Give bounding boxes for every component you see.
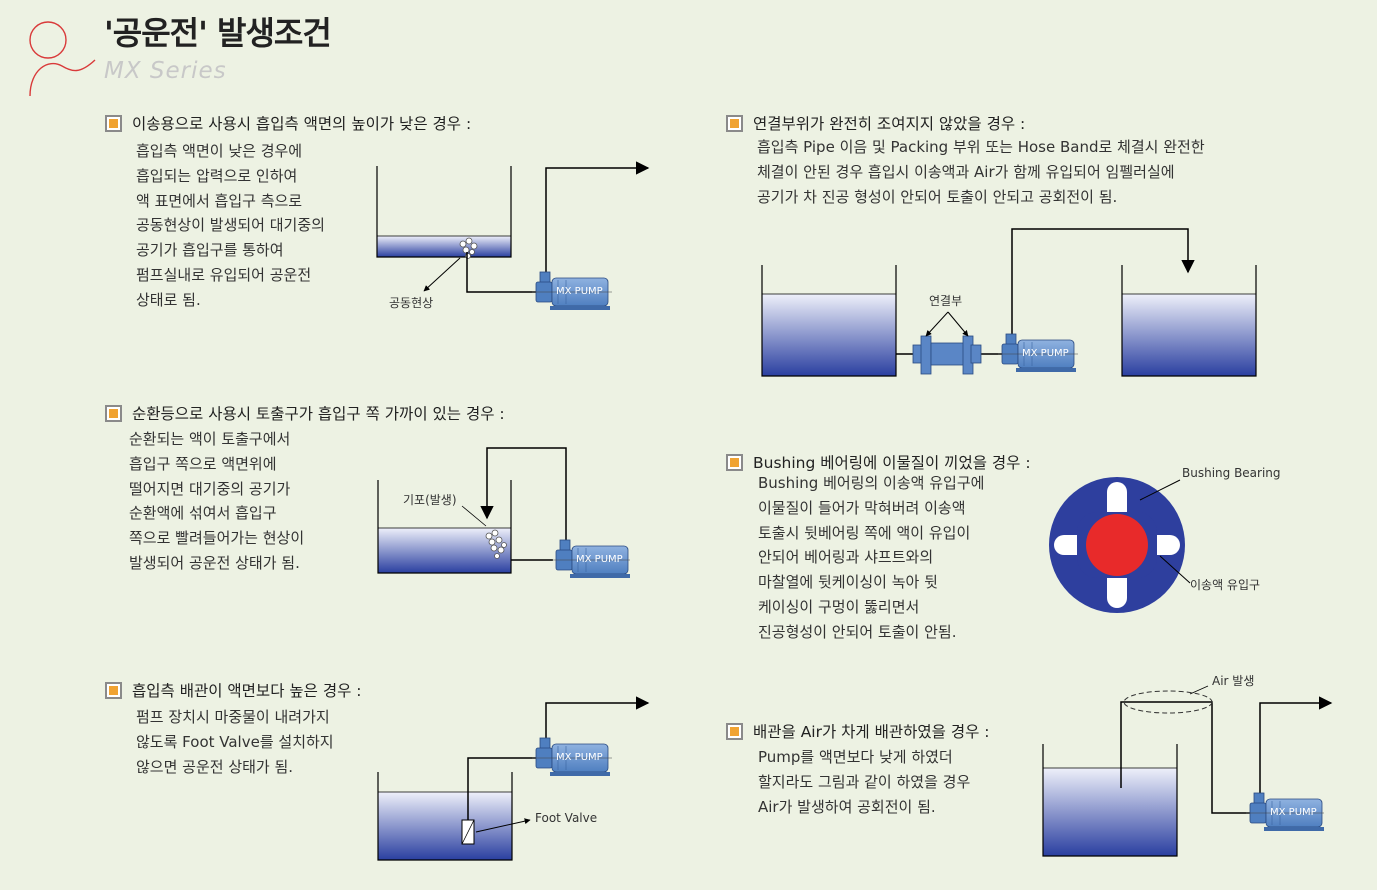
series-subtitle: MX Series: [104, 58, 227, 84]
section-body: Pump를 액면보다 낮게 하였더 할지라도 그림과 같이 하였을 경우 Air…: [758, 748, 971, 816]
bullet-icon: [726, 453, 743, 471]
section-heading-text: Bushing 베어링에 이물질이 끼었을 경우 :: [753, 454, 1031, 472]
pump-label: MX PUMP: [1022, 348, 1069, 359]
section-heading-text: 이송용으로 사용시 흡입측 액면의 높이가 낮은 경우 :: [132, 115, 472, 133]
diagram-suction-low-level: [376, 161, 650, 311]
diagram-foot-valve: [377, 696, 650, 861]
section-heading: 연결부위가 완전히 조여지지 않았을 경우 :: [726, 112, 1025, 134]
section-heading-text: 흡입측 배관이 액면보다 높은 경우 :: [132, 682, 362, 700]
section-body: 순환되는 액이 토출구에서 흡입구 쪽으로 액면위에 떨어지면 대기중의 공기가…: [129, 430, 305, 572]
section-body: 흡입측 액면이 낮은 경우에 흡입되는 압력으로 인하여 액 표면에서 흡입구 …: [136, 142, 325, 309]
section-heading: Bushing 베어링에 이물질이 끼었을 경우 :: [726, 451, 1031, 473]
diagram-loose-connection: [761, 228, 1257, 377]
diagram-label: 기포(발생): [403, 493, 457, 507]
pump-label: MX PUMP: [576, 554, 623, 565]
pump-label: MX PUMP: [1270, 807, 1317, 818]
section-heading-text: 연결부위가 완전히 조여지지 않았을 경우 :: [753, 115, 1026, 133]
bullet-icon: [726, 722, 743, 740]
diagram-circulation: [377, 447, 631, 579]
section-heading: 이송용으로 사용시 흡입측 액면의 높이가 낮은 경우 :: [105, 112, 471, 134]
pump-label: MX PUMP: [556, 752, 603, 763]
section-body: 흡입측 Pipe 이음 및 Packing 부위 또는 Hose Band로 체…: [757, 138, 1205, 206]
diagram-label: 공동현상: [389, 296, 434, 310]
section-body: 펌프 장치시 마중물이 내려가지 않도록 Foot Valve를 설치하지 않으…: [136, 708, 334, 776]
bullet-icon: [105, 404, 122, 422]
bullet-icon: [105, 114, 122, 132]
diagram-label: Foot Valve: [535, 811, 598, 825]
section-body: Bushing 베어링의 이송액 유입구에 이물질이 들어가 막혀버려 이송액 …: [758, 474, 985, 641]
section-heading-text: 순환등으로 사용시 토출구가 흡입구 쪽 가까이 있는 경우 :: [132, 405, 505, 423]
diagram-label: 이송액 유입구: [1190, 578, 1261, 592]
pump-label: MX PUMP: [556, 286, 603, 297]
section-heading: 순환등으로 사용시 토출구가 흡입구 쪽 가까이 있는 경우 :: [105, 402, 505, 424]
section-heading: 배관을 Air가 차게 배관하였을 경우 :: [726, 720, 990, 742]
section-heading-text: 배관을 Air가 차게 배관하였을 경우 :: [753, 723, 990, 741]
diagram-label: Bushing Bearing: [1182, 466, 1281, 480]
bullet-icon: [726, 114, 743, 132]
diagram-label: 연결부: [929, 294, 963, 308]
diagram-bushing-bearing: [1049, 477, 1191, 613]
diagram-air-pocket: [1042, 685, 1333, 857]
page-title: '공운전' 발생조건: [104, 14, 332, 52]
section-heading: 흡입측 배관이 액면보다 높은 경우 :: [105, 679, 362, 701]
diagram-label: Air 발생: [1212, 674, 1255, 688]
logo: [29, 21, 96, 97]
bullet-icon: [105, 681, 122, 699]
